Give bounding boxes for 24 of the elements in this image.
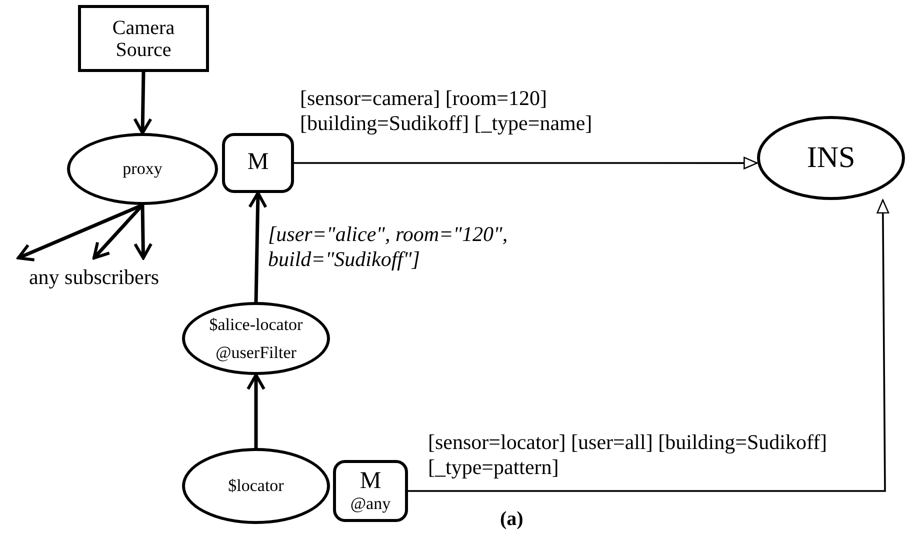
arrow bbox=[134, 204, 153, 260]
node-label: INS bbox=[806, 142, 856, 174]
process-ellipse bbox=[67, 133, 218, 205]
caption: (a) bbox=[500, 508, 524, 531]
node-label: Camera Source bbox=[111, 16, 176, 60]
module-box bbox=[222, 133, 294, 193]
node-label: any subscribers bbox=[28, 266, 160, 288]
node-label: M bbox=[360, 469, 382, 495]
arrow bbox=[248, 192, 268, 302]
node-label: M bbox=[247, 150, 269, 176]
node-label: @any bbox=[350, 494, 391, 513]
process-ellipse bbox=[182, 448, 330, 524]
process-ellipse bbox=[757, 116, 905, 200]
node-label: $alice-locator bbox=[209, 314, 303, 336]
arrow bbox=[408, 199, 890, 492]
process-ellipse bbox=[182, 302, 330, 375]
arrow bbox=[246, 374, 266, 448]
arrow bbox=[133, 72, 152, 134]
node-label: proxy bbox=[122, 160, 162, 178]
node-label: $locator bbox=[228, 477, 284, 495]
arrow bbox=[294, 156, 758, 170]
process-box bbox=[78, 5, 209, 72]
node-label: @userFilter bbox=[216, 342, 296, 364]
module-box bbox=[333, 460, 408, 522]
